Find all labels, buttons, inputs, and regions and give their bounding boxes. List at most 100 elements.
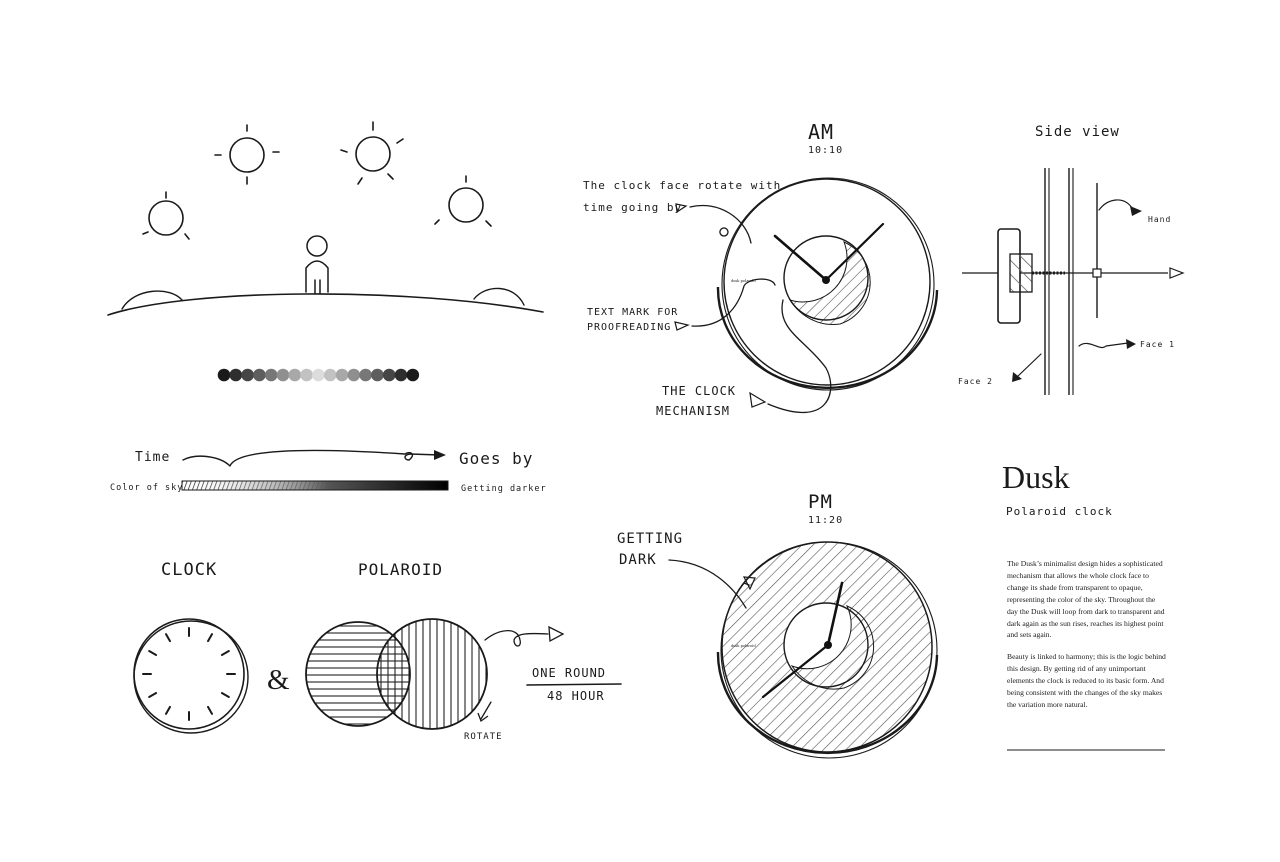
sun-icon xyxy=(340,121,404,185)
side-view-section: Side view Hand Face 1 Face 2 xyxy=(958,124,1185,395)
tick-mark xyxy=(207,633,213,643)
pm-title: PM xyxy=(808,491,833,513)
getting-dark-line2: DARK xyxy=(619,552,657,568)
pm-clock-face: dusk polaroid xyxy=(716,541,939,759)
sky-swatch xyxy=(335,368,349,382)
arrow-head-icon xyxy=(434,450,446,460)
arrow-head-icon xyxy=(1012,372,1022,382)
tick-mark xyxy=(165,705,171,715)
face-2-label: Face 2 xyxy=(958,377,993,386)
hand-callout xyxy=(1098,199,1133,211)
am-title: AM xyxy=(808,120,834,144)
sky-swatch xyxy=(347,368,361,382)
polaroid-title: POLAROID xyxy=(358,560,443,579)
sky-swatch xyxy=(300,368,313,382)
mechanism-shaft xyxy=(1009,253,1033,293)
person-icon xyxy=(305,235,329,294)
tick-mark xyxy=(220,650,230,656)
color-of-sky-label: Color of sky xyxy=(110,483,183,493)
sky-swatch xyxy=(323,368,337,382)
sky-color-swatches xyxy=(217,368,420,382)
minute-hand xyxy=(824,222,885,282)
sun-icon xyxy=(434,175,492,227)
clock-title: CLOCK xyxy=(161,560,217,580)
arrow-head-icon xyxy=(1169,267,1185,279)
sky-swatch xyxy=(253,368,266,382)
sky-swatch xyxy=(288,368,302,382)
dial-mark: dusk polaroid xyxy=(731,643,756,648)
sky-swatch xyxy=(217,368,231,382)
brand-name: Dusk xyxy=(1002,459,1070,495)
sky-swatch xyxy=(264,368,278,382)
sun-icon xyxy=(214,124,280,185)
sky-swatch xyxy=(371,368,384,382)
leader-line xyxy=(767,299,832,414)
one-round-label: ONE ROUND xyxy=(532,666,606,680)
am-clock-face: dusk polaroid xyxy=(716,177,939,391)
note-text-line2: PROOFREADING xyxy=(587,322,671,333)
arrow-head-icon xyxy=(742,576,756,591)
pm-time: 11:20 xyxy=(808,515,843,526)
clock-face-sketch xyxy=(133,618,249,734)
goes-by-label: Goes by xyxy=(459,449,533,468)
hours-label: 48 HOUR xyxy=(547,689,605,703)
darkening-bar xyxy=(181,480,449,491)
sun-path-scene xyxy=(107,121,544,316)
leader-line xyxy=(691,278,776,327)
arrow-head-icon xyxy=(1130,206,1142,216)
sunset-arc xyxy=(473,287,525,306)
sky-swatch xyxy=(229,368,243,382)
note-face-line2: time going by xyxy=(583,201,682,214)
sky-swatch xyxy=(406,368,420,382)
face-2-callout xyxy=(1016,353,1042,378)
note-face-line1: The clock face rotate with xyxy=(583,179,781,192)
face-1-callout xyxy=(1078,342,1129,349)
divider-line xyxy=(526,683,622,686)
face-1-label: Face 1 xyxy=(1140,340,1175,349)
note-mech-line1: THE CLOCK xyxy=(662,384,736,398)
brand-subtitle: Polaroid clock xyxy=(1006,505,1113,518)
concept-diagram: CLOCK POLAROID & ROTATE ONE ROUND 48 HOU… xyxy=(133,560,622,742)
arrow-head-icon xyxy=(1126,339,1136,349)
time-arrow xyxy=(182,449,441,467)
brand-block: Dusk Polaroid clock xyxy=(1002,459,1165,751)
description-paragraph-2: Beauty is linked to harmony; this is the… xyxy=(1007,652,1166,709)
note-mech-line2: MECHANISM xyxy=(656,404,730,418)
minute-hand xyxy=(761,643,830,699)
tick-mark xyxy=(148,650,158,656)
sky-swatch xyxy=(359,368,372,382)
leader-line xyxy=(689,204,752,244)
timeline: Time Goes by Color of sky Getting darker xyxy=(110,449,547,494)
sky-swatch xyxy=(276,368,290,382)
tick-mark xyxy=(220,692,230,698)
ampersand: & xyxy=(267,664,290,696)
rotate-arrow xyxy=(480,701,492,720)
sky-swatch xyxy=(382,368,396,382)
horizon-line xyxy=(107,293,544,316)
sun-icon xyxy=(142,191,190,240)
sky-swatch xyxy=(394,368,408,382)
tick-mark xyxy=(165,633,171,643)
note-text-line1: TEXT MARK FOR xyxy=(587,307,678,318)
getting-dark-line1: GETTING xyxy=(617,531,683,547)
sunrise-arc xyxy=(121,290,183,310)
arrow-head-icon xyxy=(674,321,690,331)
hour-hand xyxy=(773,234,828,282)
side-view-title: Side view xyxy=(1035,124,1120,140)
getting-darker-label: Getting darker xyxy=(461,484,547,494)
am-time: 10:10 xyxy=(808,145,843,156)
arrow-head-icon xyxy=(477,712,489,723)
time-label: Time xyxy=(135,450,170,465)
polaroid-overlap-sketch xyxy=(305,618,488,730)
arrow-head-icon xyxy=(749,391,767,408)
arrow-head-icon xyxy=(548,625,565,643)
tick-mark xyxy=(207,705,213,715)
dial-mark: dusk polaroid xyxy=(731,278,756,283)
rotate-arrow xyxy=(484,629,549,647)
pm-clock-section: PM 11:20 dusk polaroid GETTING DARK xyxy=(617,491,939,759)
sky-swatch xyxy=(312,368,325,382)
sky-swatch xyxy=(241,368,254,382)
rotate-label: ROTATE xyxy=(464,732,503,742)
hand-label: Hand xyxy=(1148,215,1171,224)
